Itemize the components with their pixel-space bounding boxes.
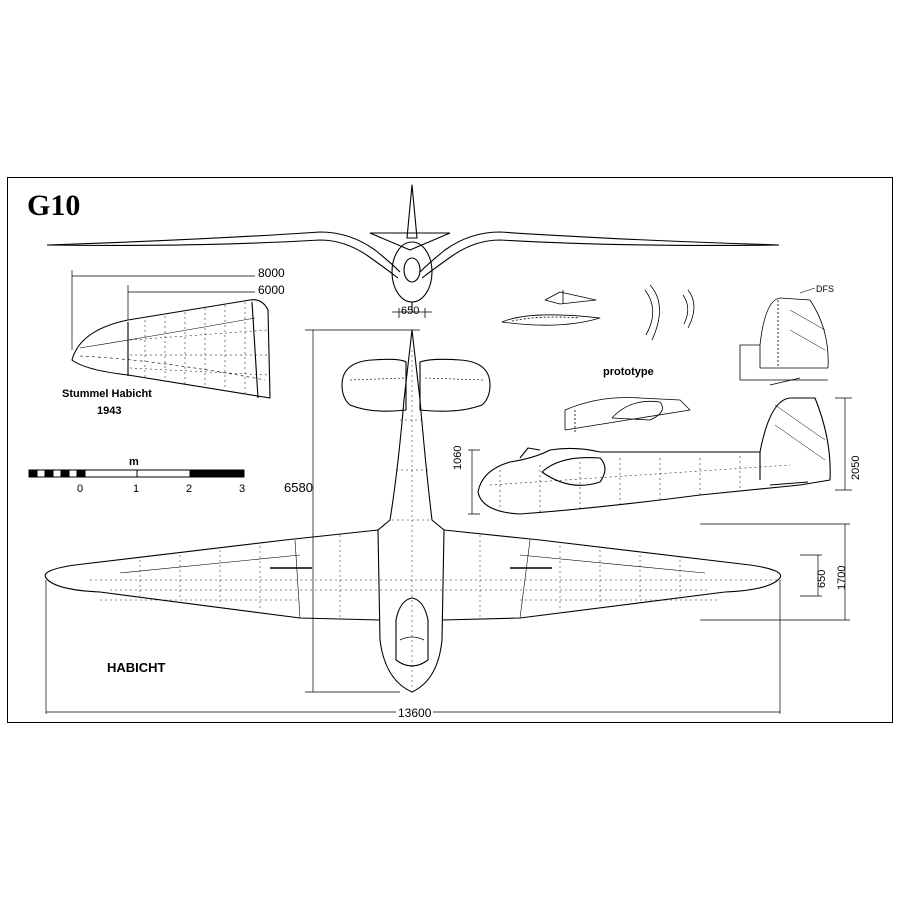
stummel-name-label: Stummel Habicht: [62, 388, 152, 400]
dim-650-front: 650: [401, 305, 420, 317]
dfs-tail-sketch: [739, 287, 829, 386]
drawing-frame: [7, 177, 893, 723]
dim-1060: 1060: [452, 445, 464, 470]
dim-650-chord: 650: [816, 569, 828, 588]
habicht-label: HABICHT: [107, 660, 166, 675]
dim-8000: 8000: [258, 266, 285, 280]
scale-tick-3: 3: [239, 483, 246, 495]
dim-13600: 13600: [396, 706, 434, 720]
dfs-label: DFS: [816, 284, 834, 294]
prototype-label: prototype: [603, 366, 654, 378]
dim-6000: 6000: [258, 283, 285, 297]
dim-1700: 1700: [836, 565, 848, 590]
front-view: [46, 184, 780, 318]
side-view: [468, 397, 852, 515]
detail-sketches: [501, 284, 695, 341]
drawing-title: G10: [27, 189, 81, 222]
scale-tick-0: 0: [77, 483, 84, 495]
dim-2050: 2050: [850, 455, 862, 480]
plan-view: [44, 329, 850, 714]
scale-unit-label: m: [129, 456, 139, 468]
scale-tick-2: 2: [186, 483, 193, 495]
stummel-year-label: 1943: [97, 405, 122, 417]
scale-tick-1: 1: [133, 483, 140, 495]
stummel-wing-view: [71, 270, 271, 399]
dim-6580: 6580: [284, 480, 313, 495]
scale-bar: [28, 469, 245, 478]
prototype-canopy-sketch: [564, 397, 691, 432]
